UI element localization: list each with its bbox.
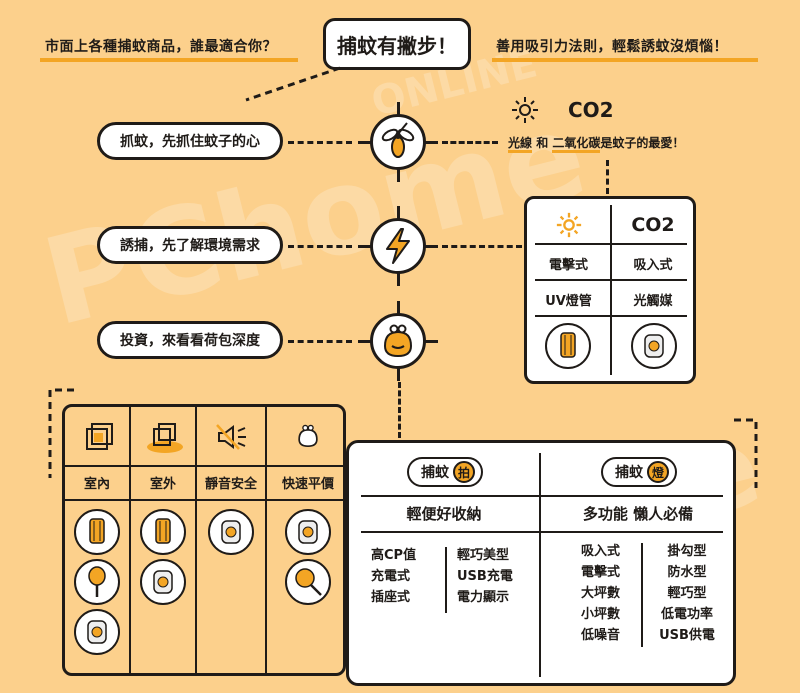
outdoor-suction-lamp-image [140, 559, 186, 605]
list-item: 電擊式 [581, 565, 621, 580]
environment-table: 室內 室外 靜音安全 快速平價 [62, 404, 346, 676]
header-left-text: 市面上各種捕蚊商品，誰最適合你？ [45, 39, 277, 55]
step-catch-pill: 抓蚊，先抓住蚊子的心 [97, 122, 283, 160]
bigbox-hline [361, 495, 723, 497]
photocatalyst-product-image [631, 323, 677, 369]
table-header-silent: 靜音安全 [204, 476, 257, 492]
compare-dash [442, 245, 522, 248]
attract-co2: 二氧化碳 [552, 136, 601, 153]
swatter-features-col1: 高CP值 充電式 插座式 [371, 545, 416, 608]
compare-cell-suction: 吸入式 [633, 257, 673, 273]
cheap-suction-lamp-image [285, 509, 331, 555]
swatter-features-divider [445, 547, 447, 613]
lamp-tag-char: 燈 [647, 461, 669, 483]
attract-co2-label: CO2 [568, 98, 614, 122]
swatter-tag-char: 拍 [453, 461, 475, 483]
list-item: 防水型 [667, 565, 707, 580]
list-item: 低噪音 [581, 628, 621, 643]
purse-down-dash [398, 382, 401, 438]
attract-light: 光線 [508, 136, 533, 153]
table-col-line [195, 407, 197, 673]
sun-icon [556, 212, 582, 238]
header-right-underline [492, 58, 758, 62]
swatter-tag: 捕蚊 拍 [407, 457, 483, 487]
compare-cell-uv: UV燈管 [545, 293, 592, 309]
compare-divider [610, 205, 612, 375]
silent-suction-lamp-image [208, 509, 254, 555]
title-connector [245, 66, 341, 102]
compare-co2-header: CO2 [631, 214, 675, 236]
step1-dash [288, 141, 352, 144]
attract-suffix: 是蚊子的最愛！ [600, 136, 685, 150]
table-col-line [129, 407, 131, 673]
indoor-cube-icon [86, 423, 113, 450]
swatter-tag-label: 捕蚊 [421, 465, 449, 481]
table-header-indoor: 室內 [83, 476, 110, 492]
sun-icon [512, 97, 538, 123]
step-trap-pill: 誘捕，先了解環境需求 [97, 226, 283, 264]
table-header-outdoor: 室外 [149, 476, 176, 492]
compare-cell-electric: 電擊式 [548, 257, 588, 273]
table-row-line [65, 465, 343, 467]
mosquito-icon [370, 114, 426, 170]
attract-down-dash [606, 160, 609, 194]
lamp-features-divider [641, 543, 643, 647]
lightning-icon [370, 218, 426, 274]
attract-line: 光線 和 二氧化碳是蚊子的最愛！ [508, 134, 685, 153]
bigbox-divider [539, 453, 541, 677]
compare-cell-photocatalyst: 光觸媒 [633, 293, 673, 309]
list-item: 充電式 [371, 569, 411, 584]
attractant-compare-table: CO2 電擊式 吸入式 UV燈管 光觸媒 [524, 196, 696, 384]
outdoor-uv-lamp-image [140, 509, 186, 555]
bigbox-bracket [734, 418, 758, 488]
table-header-cheap: 快速平價 [281, 476, 334, 492]
indoor-suction-lamp-image [74, 609, 120, 655]
list-item: 電力顯示 [457, 590, 510, 605]
list-item: 掛勾型 [667, 544, 707, 559]
list-item: 輕巧美型 [457, 548, 510, 563]
compare-hline [535, 243, 687, 245]
list-item: 輕巧型 [667, 586, 707, 601]
lamp-subtitle: 多功能 懶人必備 [582, 505, 694, 523]
list-item: 低電功率 [660, 607, 713, 622]
list-item: 插座式 [371, 590, 411, 605]
list-item: 小坪數 [581, 607, 621, 622]
outdoor-cube-icon [147, 423, 183, 453]
lamp-tag-label: 捕蚊 [615, 465, 643, 481]
cheap-swatter-image [285, 559, 331, 605]
coin-purse-icon [370, 313, 426, 369]
step2-dash [288, 245, 352, 248]
list-item: 大坪數 [581, 586, 621, 601]
list-item: USB供電 [659, 628, 715, 643]
table-bracket [48, 388, 74, 478]
lamp-features-col1: 吸入式 電擊式 大坪數 小坪數 低噪音 [581, 541, 620, 646]
attract-and: 和 [532, 136, 553, 150]
step3-dash [288, 340, 352, 343]
indoor-swatter-image [74, 559, 120, 605]
lamp-tag: 捕蚊 燈 [601, 457, 677, 487]
step-invest-pill: 投資，來看看荷包深度 [97, 321, 283, 359]
mute-speaker-icon [216, 424, 246, 450]
bigbox-hline [361, 531, 723, 533]
compare-hline [535, 315, 687, 317]
header-left-underline [40, 58, 298, 62]
table-row-line [65, 499, 343, 501]
lamp-features-col2: 掛勾型 防水型 輕巧型 低電功率 USB供電 [649, 541, 725, 646]
swatter-features-col2: 輕巧美型 USB充電 電力顯示 [457, 545, 513, 608]
compare-hline [535, 279, 687, 281]
table-col-line [265, 407, 267, 673]
uv-lamp-product-image [545, 323, 591, 369]
list-item: 吸入式 [581, 544, 621, 559]
header-right-text: 善用吸引力法則，輕鬆誘蚊沒煩惱！ [496, 39, 728, 55]
indoor-uv-lamp-image [74, 509, 120, 555]
page-title: 捕蚊有撇步！ [323, 18, 471, 70]
attract-dash [442, 141, 498, 144]
swatter-subtitle: 輕便好收納 [406, 505, 482, 523]
list-item: USB充電 [457, 569, 513, 584]
list-item: 高CP值 [371, 548, 417, 563]
swatter-vs-lamp-box: 捕蚊 拍 捕蚊 燈 輕便好收納 多功能 懶人必備 高CP值 充電式 插座式 輕巧… [346, 440, 736, 686]
purse-icon [298, 424, 318, 448]
